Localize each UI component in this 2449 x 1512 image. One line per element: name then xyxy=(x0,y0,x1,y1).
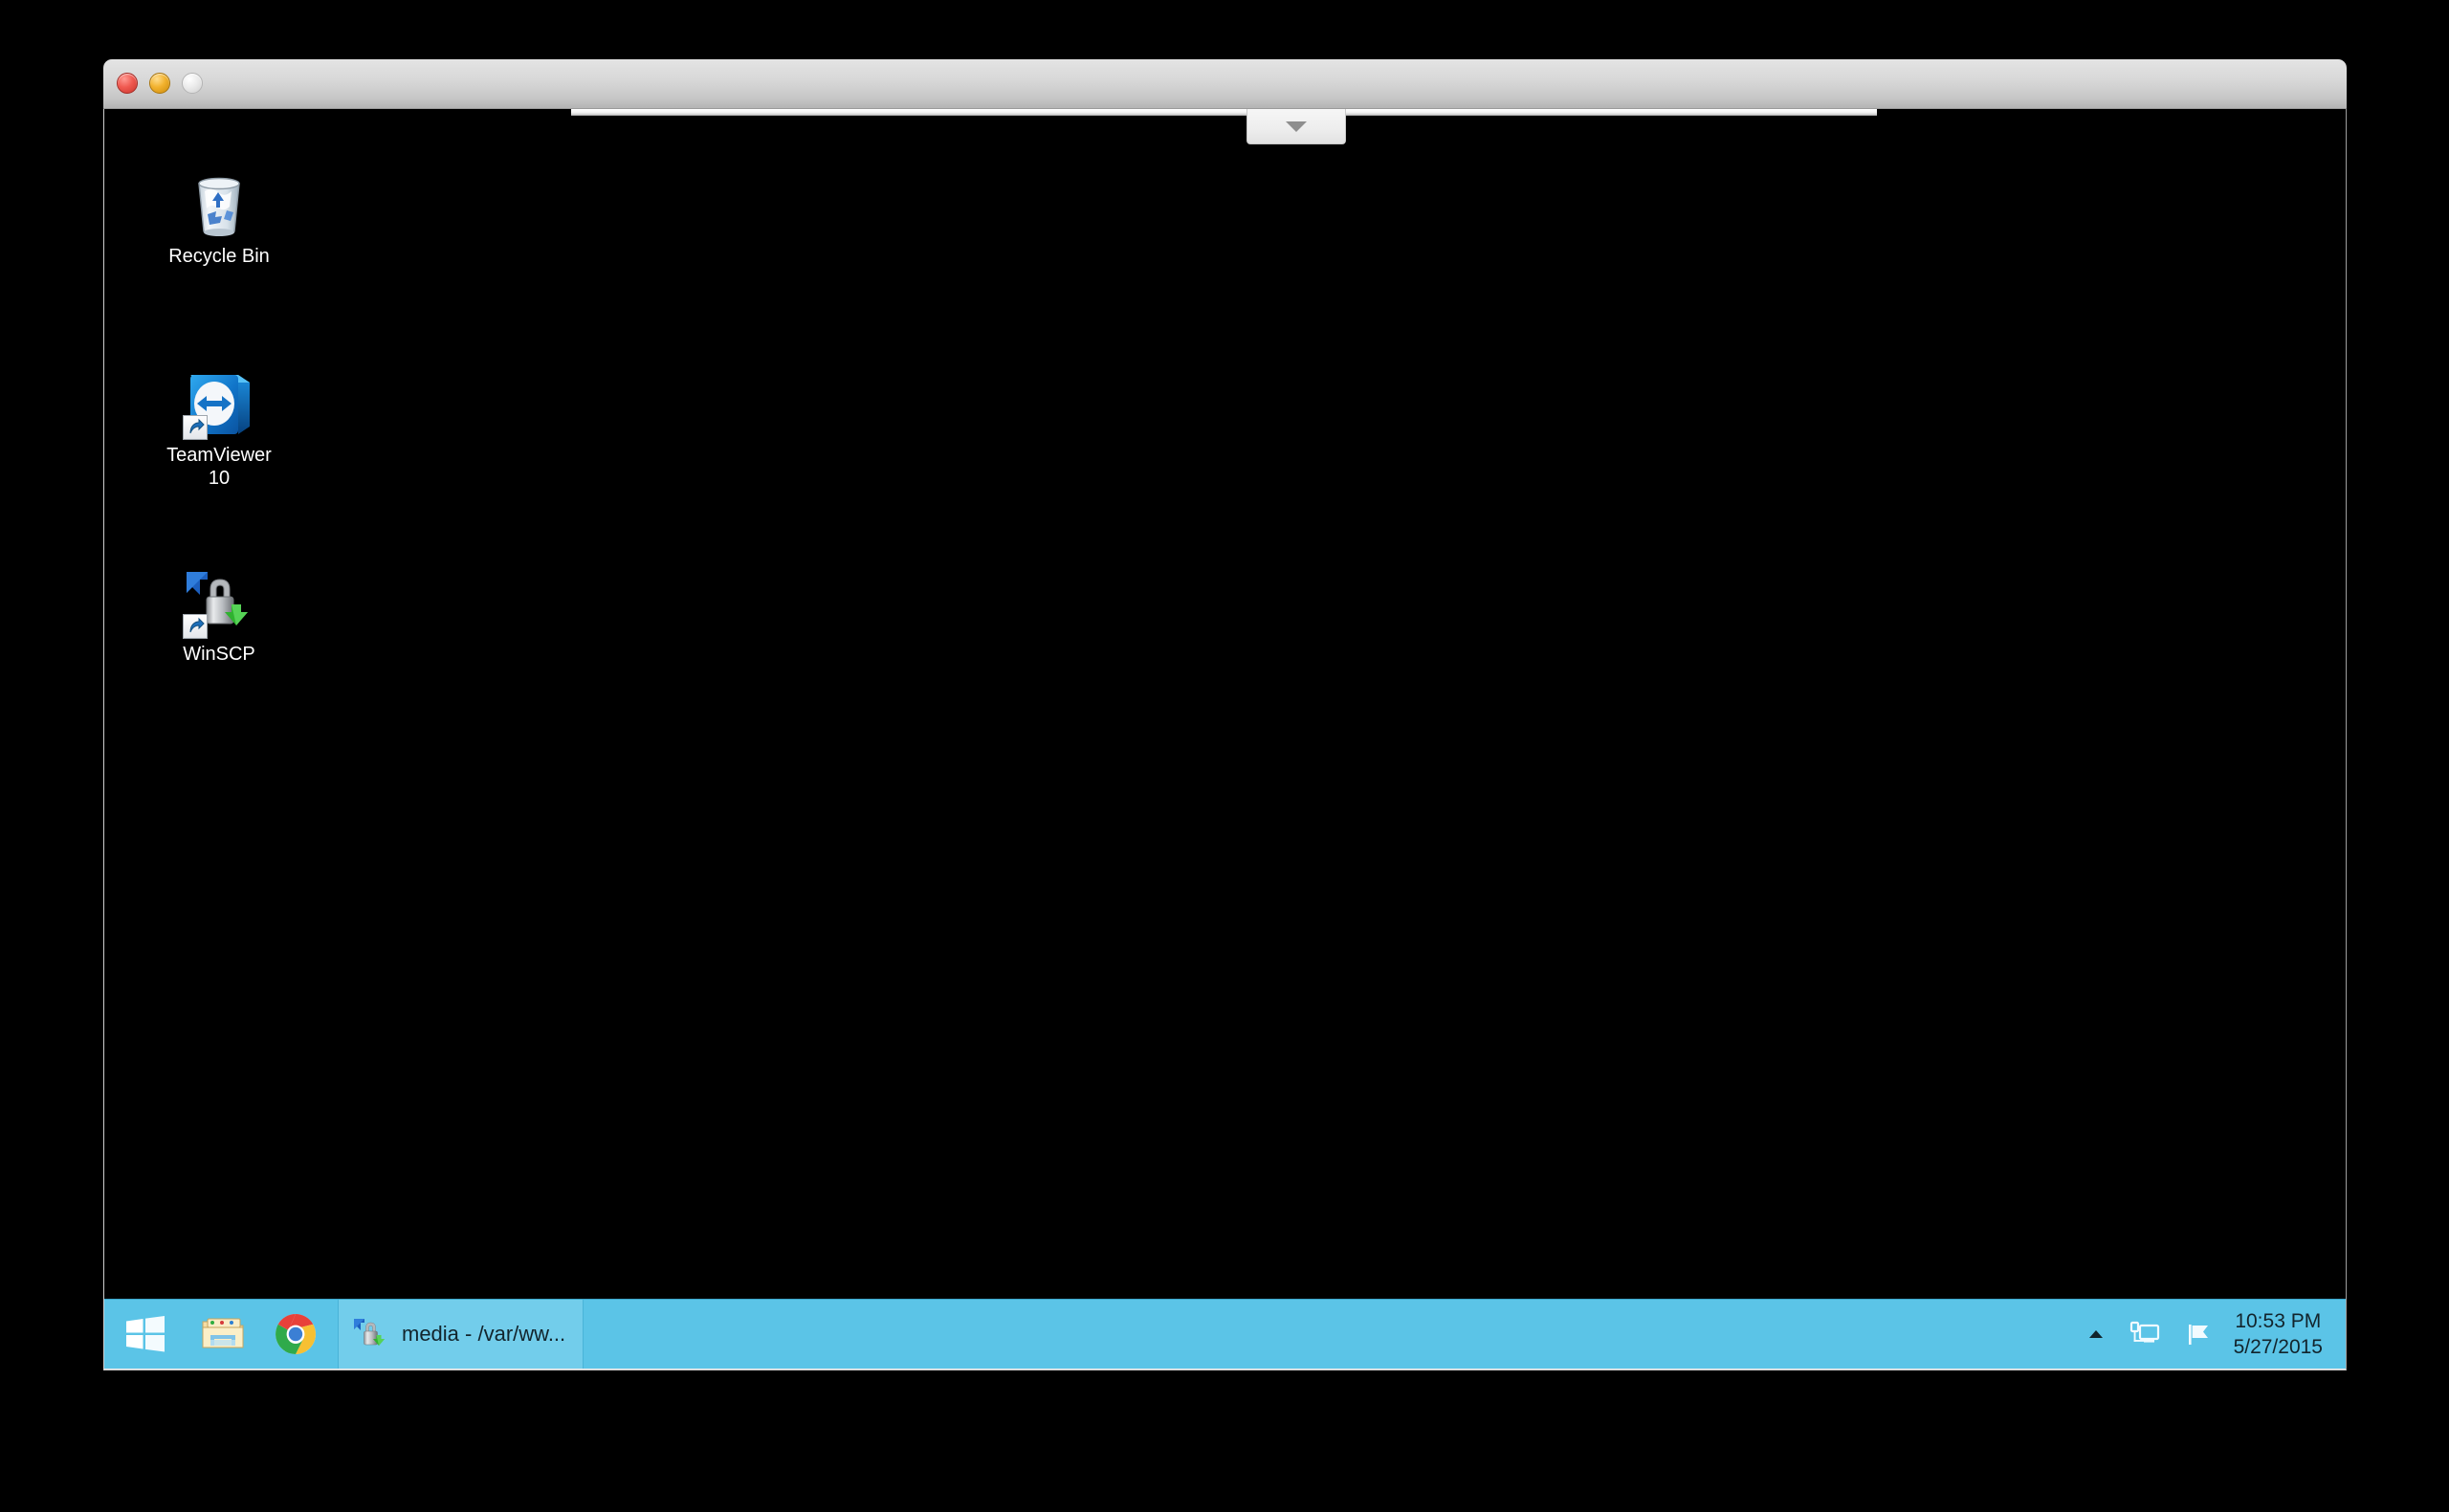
taskbar-task-label: media - /var/ww... xyxy=(402,1322,566,1346)
remote-desktop-window: Recycle Bin xyxy=(103,59,2347,1370)
network-icon xyxy=(2129,1321,2159,1343)
winscp-icon xyxy=(354,1319,385,1346)
show-hidden-icons-button[interactable] xyxy=(2075,1300,2117,1369)
tray-icon-action-center[interactable] xyxy=(2173,1300,2224,1369)
desktop-icon-label: TeamViewer 10 xyxy=(166,445,272,489)
start-button[interactable] xyxy=(104,1300,187,1369)
remote-connection-bar xyxy=(571,109,1877,116)
desktop-icon-teamviewer[interactable]: TeamViewer 10 xyxy=(158,367,280,490)
flag-icon xyxy=(2188,1325,2208,1345)
window-titlebar[interactable] xyxy=(103,59,2347,109)
chevron-down-icon xyxy=(1286,121,1307,132)
desktop-icon-label: WinSCP xyxy=(183,644,255,665)
desktop-icon-winscp[interactable]: WinSCP xyxy=(158,566,280,666)
chrome-icon xyxy=(276,1314,316,1354)
taskbar-task-list: media - /var/ww... xyxy=(338,1300,585,1369)
windows-logo-icon xyxy=(126,1316,165,1352)
clock-time: 10:53 PM xyxy=(2235,1310,2322,1332)
taskbar-item-file-explorer[interactable] xyxy=(187,1300,259,1369)
folder-icon xyxy=(202,1318,244,1348)
shortcut-badge-icon xyxy=(183,614,208,639)
clock[interactable]: 10:53 PM 5/27/2015 xyxy=(2224,1308,2340,1360)
window-controls xyxy=(117,73,203,94)
tray-icon-network[interactable] xyxy=(2117,1300,2173,1369)
winscp-icon xyxy=(183,566,255,639)
teamviewer-icon xyxy=(183,367,255,440)
close-button[interactable] xyxy=(117,73,138,94)
shortcut-badge-icon xyxy=(183,415,208,440)
recycle-bin-icon xyxy=(183,168,255,241)
chevron-up-icon xyxy=(2088,1330,2103,1338)
connection-bar-pulldown-tab[interactable] xyxy=(1247,109,1346,144)
zoom-button[interactable] xyxy=(182,73,203,94)
taskbar-item-google-chrome[interactable] xyxy=(259,1300,332,1369)
remote-desktop-surface[interactable]: Recycle Bin xyxy=(103,109,2347,1370)
desktop-icon-recycle-bin[interactable]: Recycle Bin xyxy=(158,168,280,268)
system-tray: 10:53 PM 5/27/2015 xyxy=(2075,1300,2346,1369)
taskbar: media - /var/ww... xyxy=(104,1299,2346,1370)
clock-date: 5/27/2015 xyxy=(2233,1336,2323,1358)
desktop-icon-label: Recycle Bin xyxy=(168,246,270,267)
taskbar-task-winscp-media[interactable]: media - /var/ww... xyxy=(338,1300,585,1369)
minimize-button[interactable] xyxy=(149,73,170,94)
